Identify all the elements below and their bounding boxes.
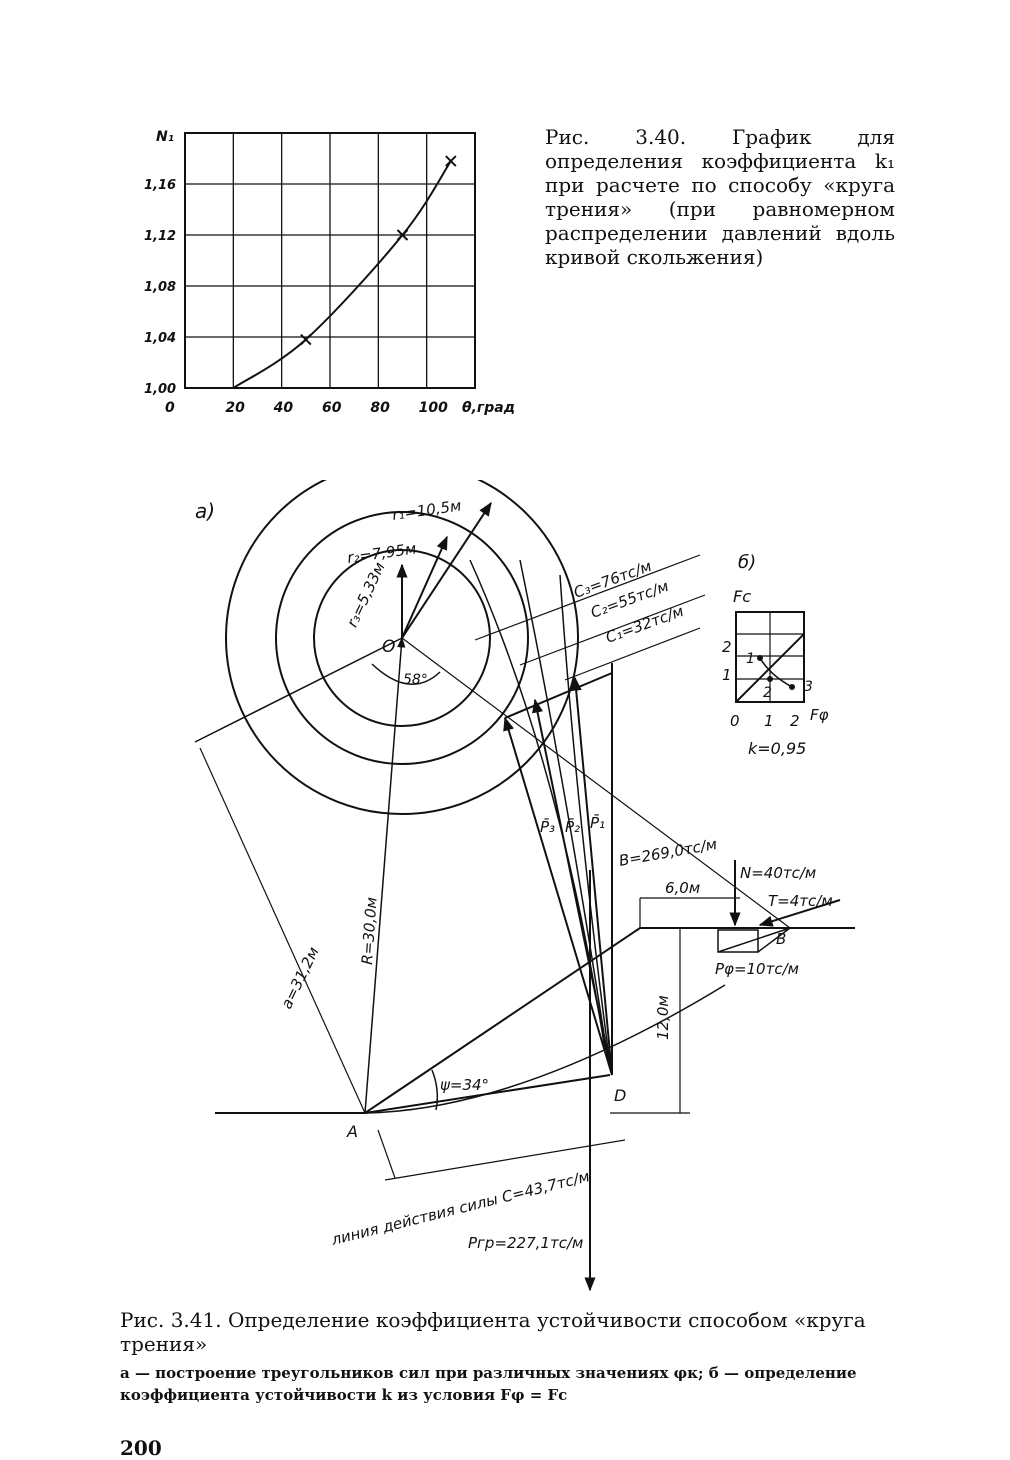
chart-curve	[232, 160, 452, 389]
chart-ticks: 0 20 40 60 80 100 1,00 1,04 1,08 1,12 1,16	[144, 178, 448, 416]
figure-3-40-caption: Рис. 3.40. График для определения коэффи…	[545, 125, 895, 269]
vector-c1	[564, 627, 701, 681]
load-diag-1	[717, 927, 791, 953]
chart-data-point	[445, 155, 457, 167]
chart-markers	[300, 155, 457, 346]
angle-psi-arc	[431, 1069, 439, 1111]
panel-b-point-1	[757, 655, 763, 661]
marker-stroke	[445, 155, 457, 167]
label-T: T=4тс/м	[768, 892, 833, 910]
friction-circle-r1	[225, 480, 579, 815]
tangent-line-2	[519, 559, 609, 1061]
label-a: a=31,2м	[277, 944, 322, 1012]
force-C1-close	[504, 672, 613, 719]
label-point-B: B	[776, 930, 786, 948]
marker-stroke	[396, 229, 409, 241]
page-number: 200	[120, 1436, 162, 1460]
chart-x-tick-label: 40	[273, 400, 294, 416]
dimension-a	[199, 747, 366, 1114]
panel-b-tick-y2: 2	[722, 638, 732, 656]
label-h12: 12,0м	[654, 995, 672, 1040]
tangent-line-1	[469, 559, 606, 1051]
line-O-B	[401, 637, 791, 929]
chart-x-tick-label: 100	[419, 400, 448, 416]
chart-x-tick-label: 80	[370, 400, 390, 416]
panel-b-tick-x0: 0	[730, 712, 740, 730]
panel-b-point-2	[767, 676, 773, 682]
tangent-line-3	[559, 574, 611, 1066]
chart-y-tick-label: 1,04	[144, 331, 176, 346]
figure-3-41a-diagram: а) r₁=10,5м r₂=7,95м r₃=5,33м O 58° C₃=7…	[194, 480, 855, 1292]
slope-profile	[215, 927, 855, 1114]
friction-circle-r2	[275, 511, 529, 765]
chart-data-point	[396, 229, 409, 241]
load-diag-2	[757, 927, 791, 953]
friction-circle-r3	[313, 549, 491, 727]
panel-b-axis-fphi: Fφ	[810, 706, 829, 724]
panel-b-point-label-2: 2	[763, 685, 772, 701]
angle-58-arc	[371, 663, 441, 685]
panel-b-point-3	[789, 684, 795, 690]
label-B-force: B=269,0тс/м	[618, 835, 719, 870]
panel-b-curve	[759, 657, 793, 688]
label-p1: P̄₁	[590, 813, 605, 832]
figure-3-41-caption: Рис. 3.41. Определение коэффициента усто…	[120, 1308, 866, 1356]
panel-b-label: б)	[738, 552, 756, 573]
chart-y-tick-label: 1,12	[144, 229, 176, 244]
load-block	[717, 929, 759, 953]
chart-y-tick-label: 1,16	[144, 178, 176, 193]
force-P3	[503, 716, 613, 1076]
force-P1	[570, 676, 613, 1076]
chart-grid	[184, 132, 476, 389]
panel-a-label: а)	[195, 499, 215, 523]
label-r3: r₃=5,33м	[343, 559, 389, 630]
label-center-O: O	[382, 637, 395, 657]
chart-data-point	[300, 333, 312, 346]
label-p3: P̄₃	[540, 817, 555, 836]
panel-b-axis-fc: Fc	[733, 587, 751, 606]
slope-chord	[364, 1074, 611, 1114]
radius-arrow-r1	[401, 501, 492, 639]
panel-b-point-label-3: 3	[804, 679, 813, 695]
label-angle-58: 58°	[403, 672, 428, 688]
panel-b-tick-x1: 1	[764, 712, 774, 730]
label-Pphi: Pφ=10тс/м	[715, 960, 799, 978]
chart-x-tick-label: 0	[165, 400, 175, 416]
figure-3-41-legend: а — построение треугольников сил при раз…	[120, 1364, 857, 1404]
slip-curve	[364, 984, 726, 1114]
label-N: N=40тс/м	[740, 864, 816, 882]
force-T	[758, 899, 841, 927]
figure-3-41b-diagram: б) Fc Fφ 2 1 0 1 2 1 2 3 k=0,95	[722, 552, 829, 758]
chart-xlabel: θ,град	[462, 400, 515, 416]
label-R: R=30,0м	[358, 896, 381, 965]
vector-c3	[474, 554, 701, 641]
chart-ylabel: N₁	[156, 129, 174, 145]
chart-y-tick-label: 1,00	[144, 382, 176, 397]
panel-b-point-label-1: 1	[746, 651, 755, 667]
label-point-A: A	[346, 1122, 358, 1141]
panel-b-diagonal	[735, 633, 805, 703]
label-psi: ψ=34°	[440, 1076, 489, 1094]
radius-arrow-r2	[401, 535, 448, 639]
label-Pgr: Pгр=227,1тс/м	[468, 1234, 583, 1252]
vector-c2	[519, 594, 706, 666]
radius-R-line	[364, 636, 406, 1114]
panel-b-k-value: k=0,95	[748, 739, 806, 758]
label-r1: r₁=10,5м	[391, 496, 462, 523]
panel-b-tick-x2: 2	[790, 712, 800, 730]
figure-3-40-chart: 0 20 40 60 80 100 1,00 1,04 1,08 1,12 1,16 N₁ θ,гр…	[144, 129, 515, 416]
label-r2: r₂=7,95м	[346, 539, 417, 566]
line-O-left	[194, 637, 403, 743]
chart-x-tick-label: 20	[225, 400, 245, 416]
label-p2: P̄₂	[565, 817, 580, 836]
label-point-D: D	[614, 1086, 626, 1105]
chart-x-tick-label: 60	[322, 400, 342, 416]
line-of-action-C	[384, 1139, 626, 1181]
dimension-a-bottom	[377, 1129, 396, 1179]
marker-stroke	[300, 333, 312, 346]
label-dist6: 6,0м	[665, 879, 700, 897]
chart-y-tick-label: 1,08	[144, 280, 176, 295]
panel-b-tick-y1: 1	[722, 666, 732, 684]
